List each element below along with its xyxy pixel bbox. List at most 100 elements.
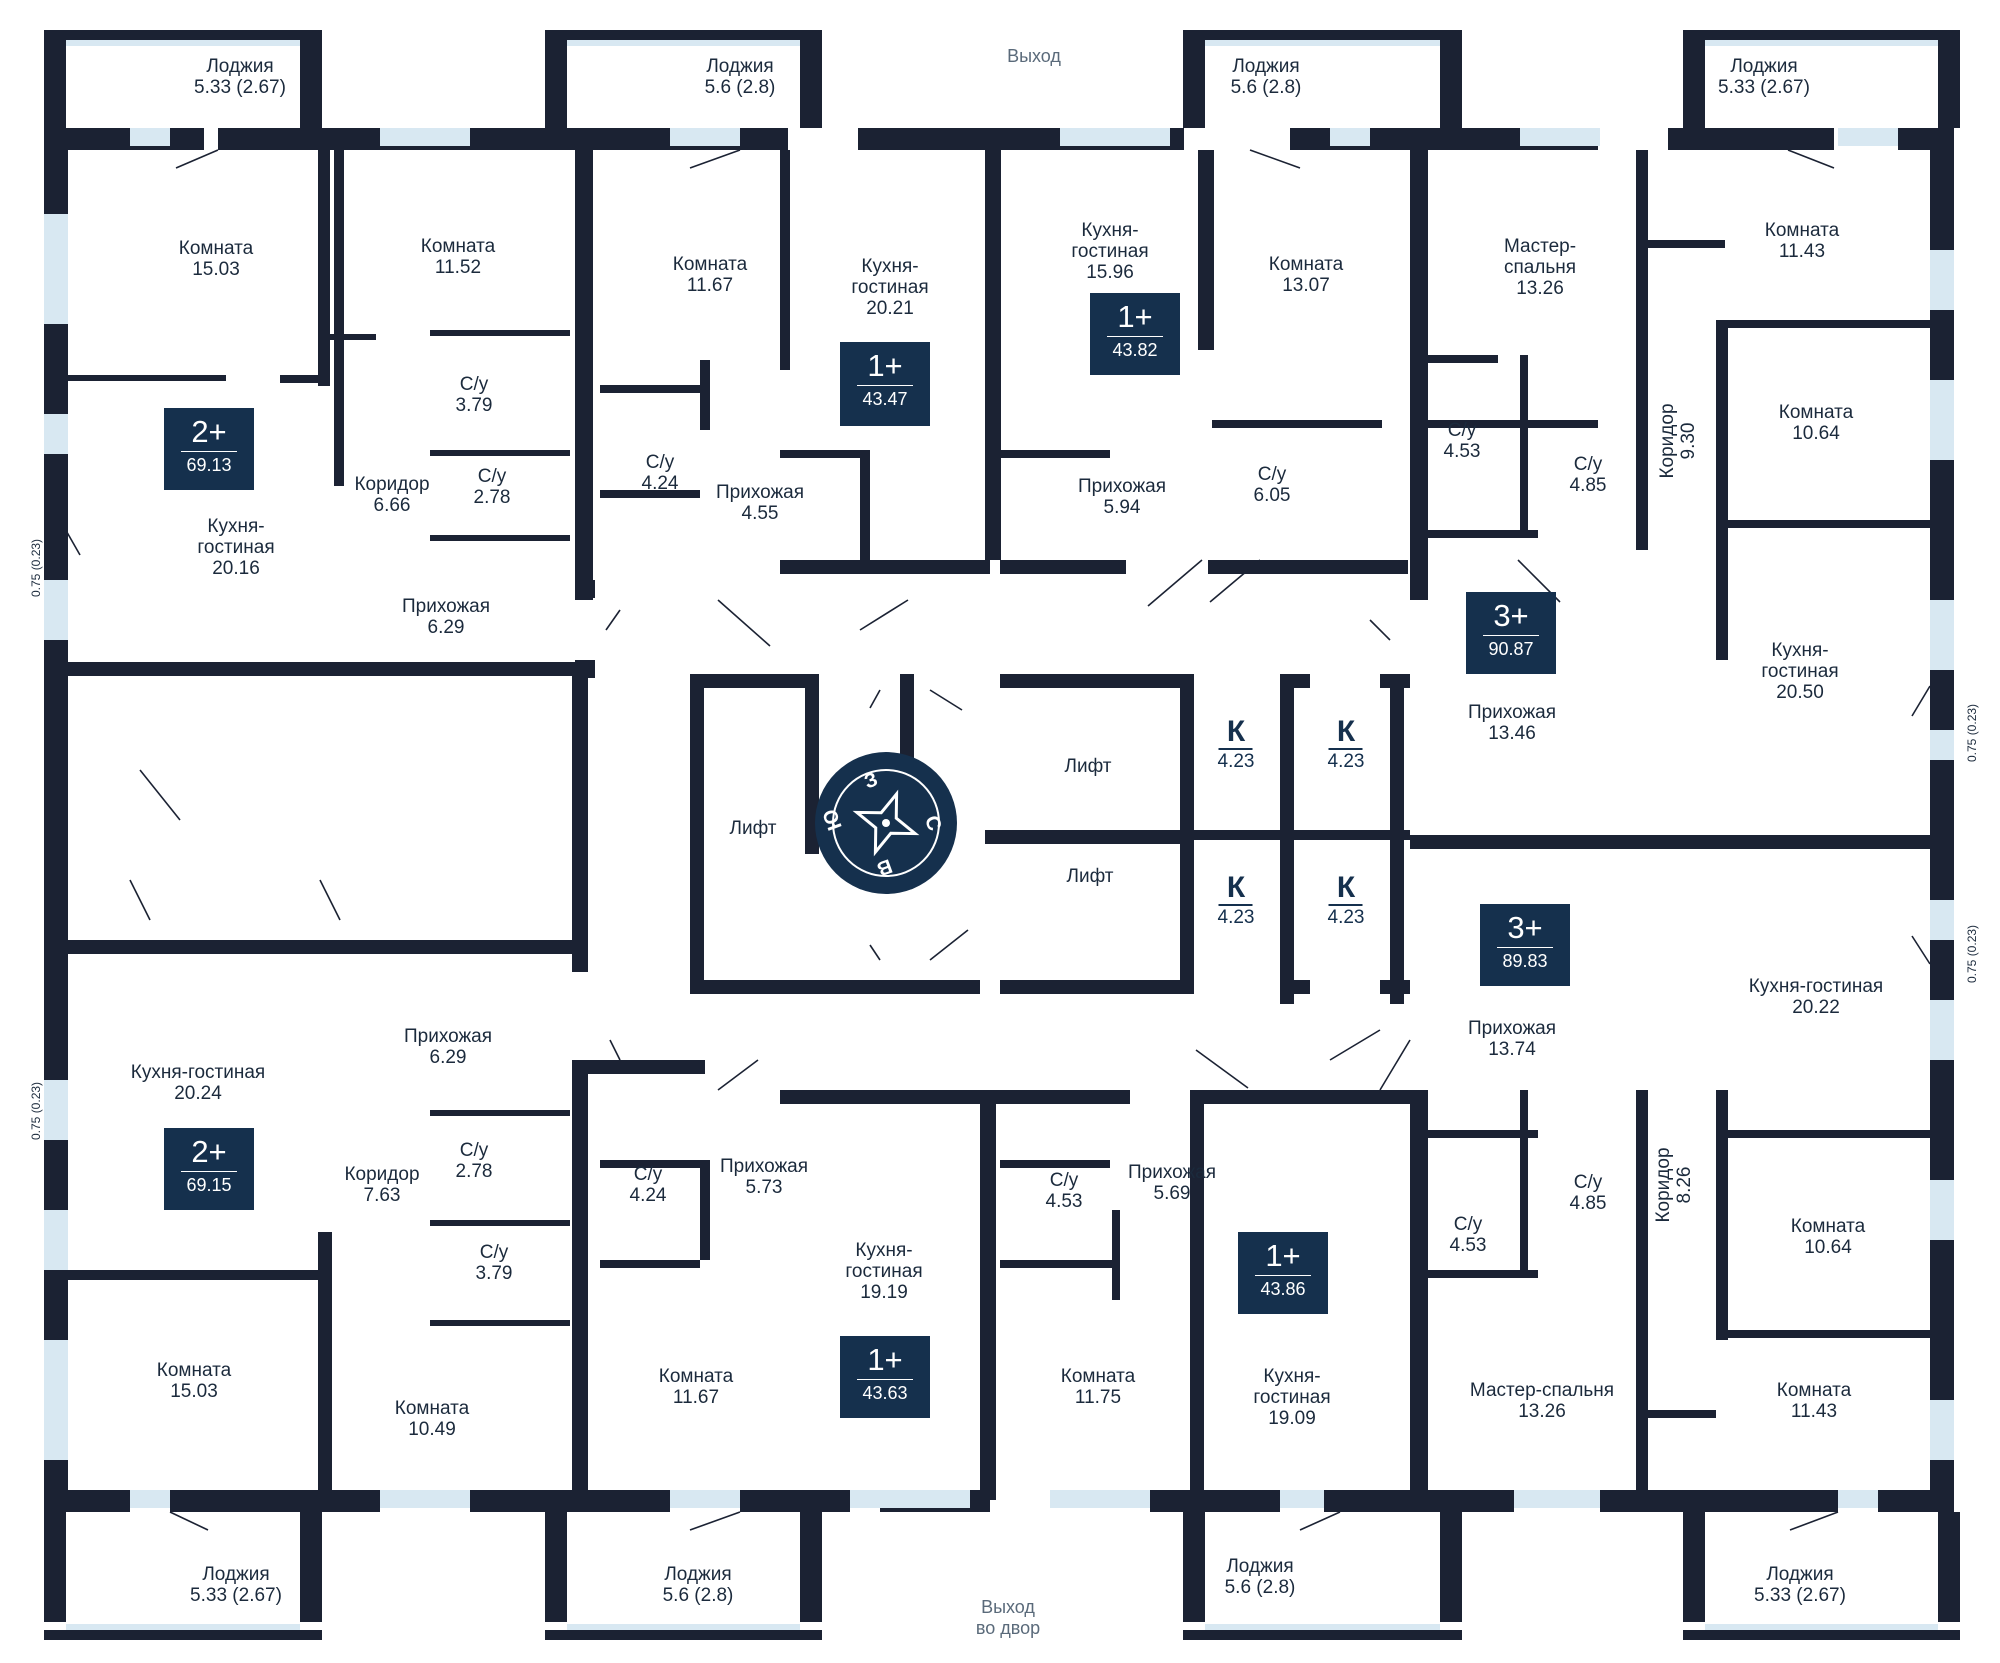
wall xyxy=(980,1090,996,1500)
wall xyxy=(300,1512,322,1622)
wall xyxy=(572,1060,588,1500)
wall xyxy=(1000,674,1180,688)
wall xyxy=(575,580,595,598)
wall xyxy=(1398,128,1508,150)
wall xyxy=(545,30,822,40)
door-swings xyxy=(59,149,1931,1531)
wall xyxy=(1362,128,1398,150)
window xyxy=(380,128,470,146)
door-swing-line xyxy=(605,609,621,631)
wall xyxy=(1212,420,1382,428)
elevator-label: Лифт xyxy=(729,818,777,839)
wall xyxy=(44,30,66,128)
wall xyxy=(1716,320,1930,328)
door-swing-line xyxy=(319,879,341,921)
apartment-badge[interactable]: 1+43.63 xyxy=(840,1336,930,1418)
wall xyxy=(1398,1490,1514,1512)
door-swing-line xyxy=(717,1059,759,1091)
door-swing-line xyxy=(139,769,181,821)
window xyxy=(1838,1490,1878,1508)
window xyxy=(670,128,740,146)
wall xyxy=(1520,1090,1528,1270)
wall xyxy=(1180,830,1410,840)
wall xyxy=(1112,1210,1120,1300)
window xyxy=(1930,600,1954,670)
apartment-badge[interactable]: 2+69.13 xyxy=(164,408,254,490)
wall xyxy=(690,674,704,994)
door-swing-line xyxy=(59,519,81,556)
wall xyxy=(1280,674,1310,688)
wall xyxy=(545,1512,567,1622)
wall xyxy=(430,535,570,541)
wall xyxy=(1410,1090,1428,1490)
wall xyxy=(600,1260,700,1268)
window xyxy=(1330,128,1370,146)
wall xyxy=(44,1630,322,1640)
wall xyxy=(1716,320,1728,660)
wall xyxy=(318,150,330,386)
wall xyxy=(330,334,376,340)
wall xyxy=(1418,355,1498,363)
wall xyxy=(44,1490,130,1512)
wall xyxy=(690,674,814,688)
wall xyxy=(1190,1090,1410,1104)
wall xyxy=(44,128,204,150)
wall xyxy=(1183,1630,1462,1640)
apartment-badge[interactable]: 3+89.83 xyxy=(1480,904,1570,986)
window xyxy=(1705,1624,1938,1630)
wall xyxy=(44,674,58,944)
wall xyxy=(470,1490,670,1512)
wall xyxy=(700,360,710,430)
wall xyxy=(1440,1512,1462,1622)
wall xyxy=(1000,980,1180,994)
wall xyxy=(1636,1410,1716,1418)
wall xyxy=(1150,1490,1280,1512)
wall xyxy=(44,662,588,676)
window xyxy=(130,128,170,146)
window xyxy=(1930,1400,1954,1460)
door-swing-line xyxy=(169,1511,209,1531)
french-balcony-label: 0.75 (0.23) xyxy=(1965,703,1979,762)
window xyxy=(1930,250,1954,310)
wall xyxy=(985,830,1185,844)
door-swing-line xyxy=(1911,935,1931,965)
wall xyxy=(1000,560,1126,574)
door-swing-line xyxy=(129,879,151,921)
apartment-badge[interactable]: 1+43.82 xyxy=(1090,293,1180,375)
apartment-badge[interactable]: 1+43.86 xyxy=(1238,1232,1328,1314)
door-swing-line xyxy=(1249,149,1301,169)
wall xyxy=(740,1490,850,1512)
apartment-badge[interactable]: 3+90.87 xyxy=(1466,592,1556,674)
window xyxy=(1930,730,1954,760)
wall xyxy=(1410,835,1930,849)
apartment-badge[interactable]: 1+43.47 xyxy=(840,342,930,426)
door-swing-line xyxy=(1379,1039,1411,1091)
window xyxy=(567,1624,800,1630)
door-swing-line xyxy=(929,929,969,961)
apartment-badge[interactable]: 2+69.15 xyxy=(164,1128,254,1210)
wall xyxy=(1683,1630,1960,1640)
